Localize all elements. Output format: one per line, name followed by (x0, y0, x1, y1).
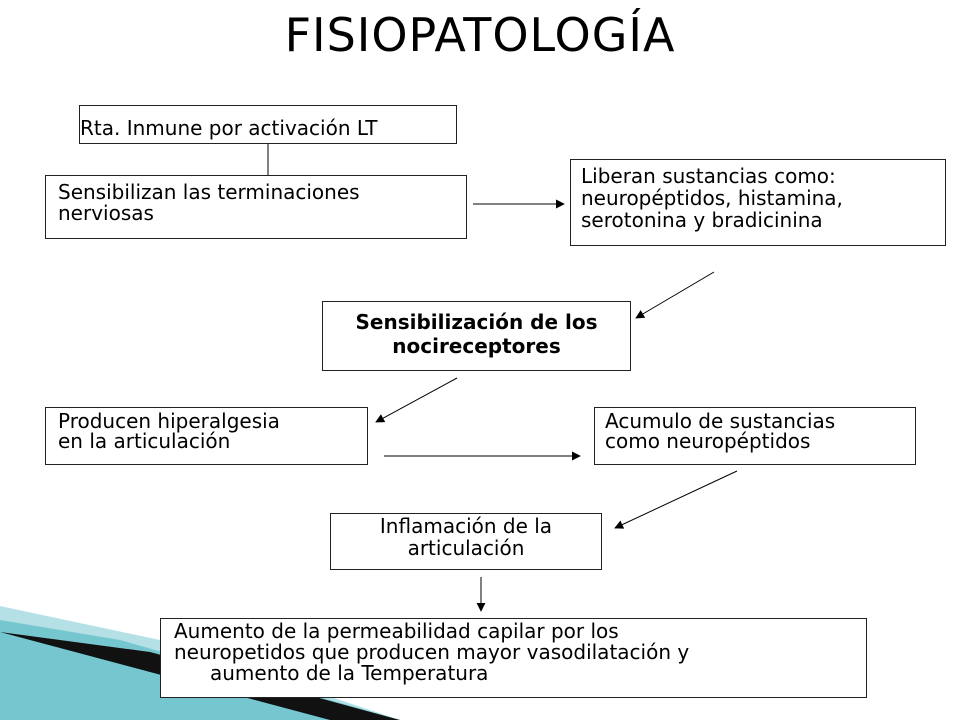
arrow-liberan-nocireceptores (635, 271, 715, 319)
node-aumento-line-1: Aumento de la permeabilidad capilar por … (174, 619, 619, 643)
node-aumento-line-3: aumento de la Temperatura (210, 661, 489, 685)
node-liberan-label: Liberan sustancias como: neuropéptidos, … (581, 164, 843, 232)
slide-title: FISIOPATOLOGÍA (284, 8, 676, 62)
node-rta-inmune: Rta. Inmune por activación LT (79, 105, 457, 144)
node-acumulo-label: Acumulo de sustancias como neuropéptidos (605, 409, 836, 453)
arrow-nocireceptores-hiperalgesia (375, 377, 458, 423)
node-aumento: Aumento de la permeabilidad capilar por … (160, 618, 867, 698)
node-inflamacion: Inflamación de la articulación (330, 513, 602, 570)
node-rta-inmune-label: Rta. Inmune por activación LT (80, 116, 378, 140)
node-aumento-line-2: neuropetidos que producen mayor vasodila… (174, 640, 690, 664)
node-hiperalgesia: Producen hiperalgesia en la articulación (45, 407, 368, 465)
node-liberan: Liberan sustancias como: neuropéptidos, … (570, 159, 946, 246)
node-hiperalgesia-label: Producen hiperalgesia en la articulación (58, 409, 280, 453)
node-sensibilizan-label: Sensibilizan las terminaciones nerviosas (58, 180, 360, 225)
node-sensibilizan: Sensibilizan las terminaciones nerviosas (45, 175, 467, 239)
node-nocireceptores-label: Sensibilización de los nocireceptores (355, 310, 598, 358)
arrow-acumulo-inflamacion (614, 470, 738, 529)
node-acumulo: Acumulo de sustancias como neuropéptidos (594, 407, 916, 465)
node-inflamacion-label: Inflamación de la articulación (379, 514, 553, 560)
node-nocireceptores: Sensibilización de los nocireceptores (322, 301, 631, 371)
